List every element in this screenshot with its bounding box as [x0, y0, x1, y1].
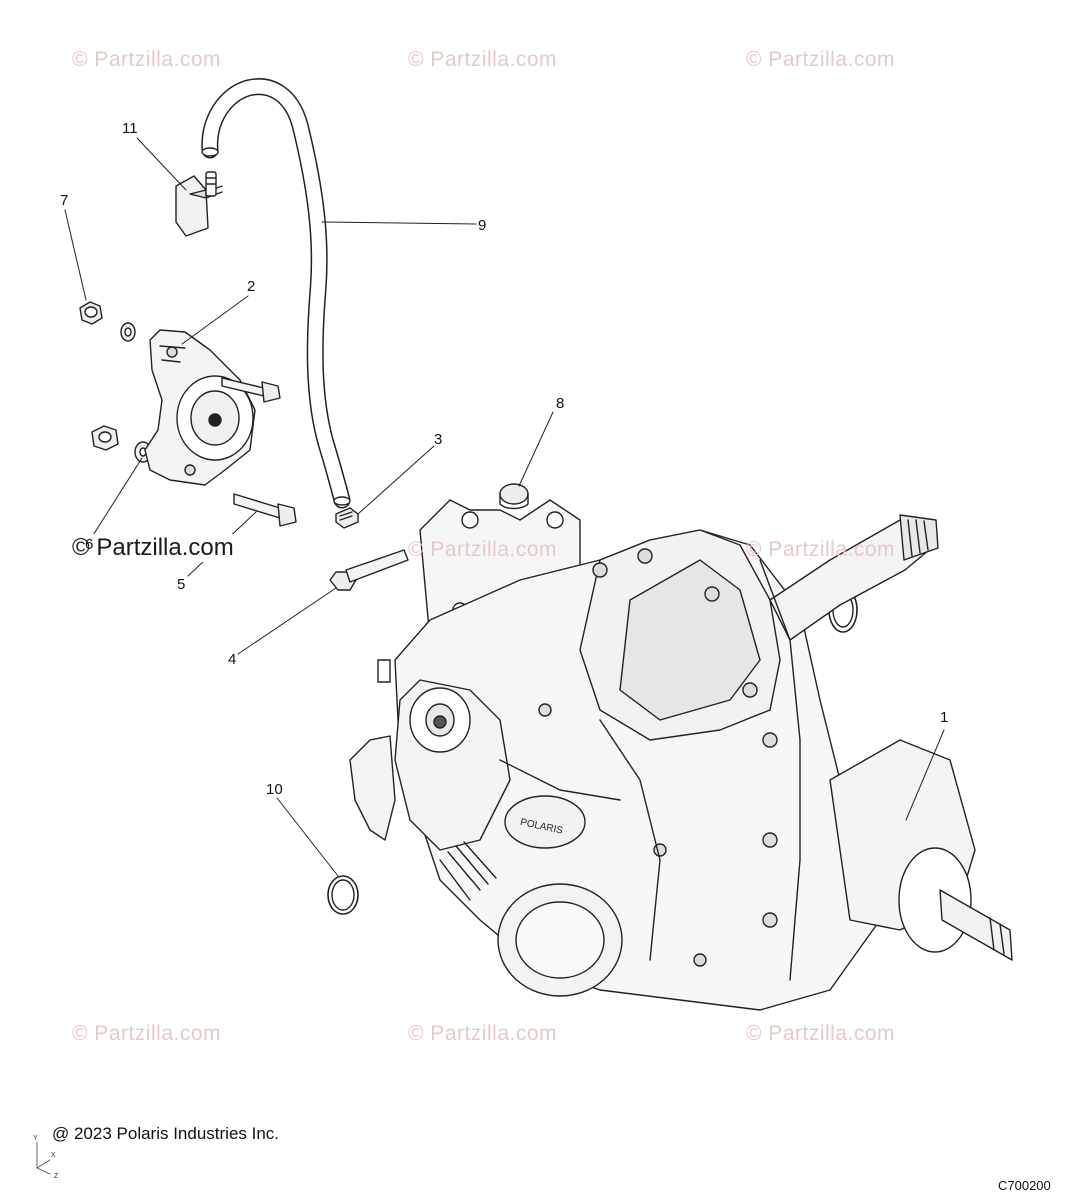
callout-9: 9 — [478, 217, 487, 234]
watermark: © Partzilla.com — [408, 48, 558, 71]
washer — [120, 322, 136, 342]
callout-3: 3 — [434, 431, 443, 448]
grommet — [499, 483, 529, 510]
watermark: © Partzilla.com — [746, 1022, 896, 1045]
watermark: © Partzilla.com — [408, 538, 558, 561]
transmission-assembly: POLARIS — [349, 499, 1013, 1011]
drawing-code: C700200 — [998, 1178, 1051, 1193]
callout-4: 4 — [228, 651, 237, 668]
watermark: © Partzilla.com — [72, 48, 222, 71]
watermark: © Partzilla.com — [72, 1022, 222, 1045]
breather-hose — [201, 78, 351, 509]
callout-7: 7 — [60, 192, 69, 209]
sensor-housing — [144, 329, 256, 486]
axis-triad — [36, 1141, 51, 1175]
flange-nut-lower — [91, 425, 119, 451]
callout-10: 10 — [266, 781, 283, 798]
callout-6: 6 — [85, 536, 94, 553]
dowel-pin — [335, 507, 359, 529]
watermark: © Partzilla.com — [408, 1022, 558, 1045]
o-ring-left — [327, 875, 359, 915]
axis-label-y: Y — [33, 1135, 38, 1142]
watermark: © Partzilla.com — [746, 538, 896, 561]
callout-5: 5 — [177, 576, 186, 593]
bolt-4 — [329, 549, 409, 591]
bolt-upper — [221, 377, 281, 403]
watermark-dark: © Partzilla.com — [70, 534, 236, 562]
axis-label-x: X — [51, 1152, 56, 1159]
axis-label-z: Z — [54, 1173, 59, 1180]
watermark: © Partzilla.com — [746, 48, 896, 71]
callout-8: 8 — [556, 395, 565, 412]
callout-11: 11 — [122, 120, 138, 137]
bolt-5 — [233, 493, 297, 527]
copyright-notice: @ 2023 Polaris Industries Inc. — [52, 1124, 280, 1143]
callout-1: 1 — [940, 709, 949, 726]
elbow-fitting — [175, 171, 223, 237]
callout-2: 2 — [247, 278, 256, 295]
flange-nut — [79, 301, 103, 325]
